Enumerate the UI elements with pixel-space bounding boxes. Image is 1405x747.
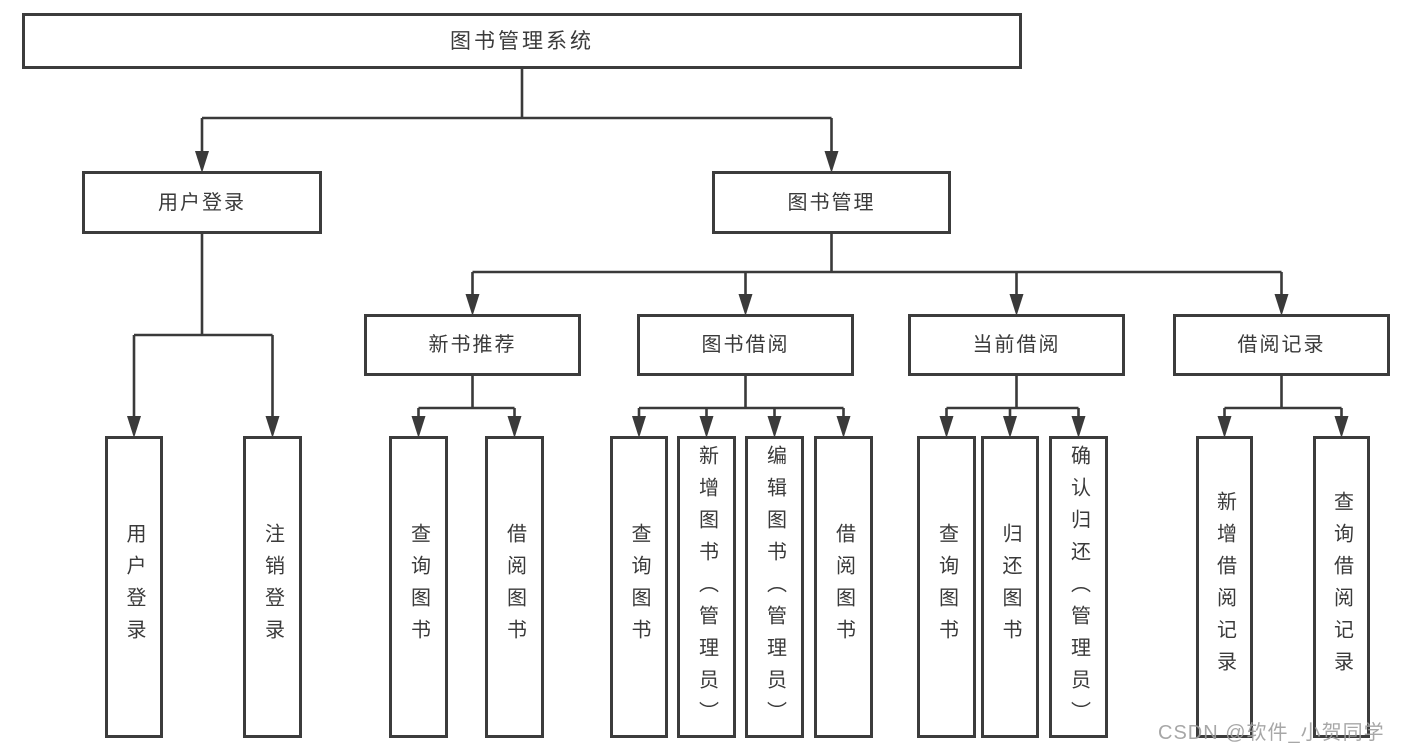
leaf-return-books: 归还图书 xyxy=(981,436,1039,738)
node-new-book-recommendation: 新书推荐 xyxy=(364,314,581,376)
csdn-watermark: CSDN @软件_小贺同学 xyxy=(1158,722,1385,744)
leaf-borrow-books-newbook: 借阅图书 xyxy=(485,436,544,738)
node-book-management: 图书管理 xyxy=(712,171,951,234)
leaf-confirm-return-admin: 确认归还（管理员） xyxy=(1049,436,1108,738)
leaf-logout: 注销登录 xyxy=(243,436,302,738)
leaf-edit-books-admin: 编辑图书（管理员） xyxy=(745,436,804,738)
leaf-query-books-borrowing: 查询图书 xyxy=(610,436,668,738)
node-library-management-system: 图书管理系统 xyxy=(22,13,1022,69)
leaf-add-books-admin: 新增图书（管理员） xyxy=(677,436,736,738)
node-book-borrowing: 图书借阅 xyxy=(637,314,854,376)
node-user-login: 用户登录 xyxy=(82,171,322,234)
leaf-borrow-books-borrowing: 借阅图书 xyxy=(814,436,873,738)
node-current-borrowing: 当前借阅 xyxy=(908,314,1125,376)
leaf-query-borrow-record: 查询借阅记录 xyxy=(1313,436,1370,738)
node-borrowing-records: 借阅记录 xyxy=(1173,314,1390,376)
leaf-query-books-newbook: 查询图书 xyxy=(389,436,448,738)
leaf-add-borrow-record: 新增借阅记录 xyxy=(1196,436,1253,738)
leaf-query-books-current: 查询图书 xyxy=(917,436,976,738)
leaf-user-login: 用户登录 xyxy=(105,436,163,738)
